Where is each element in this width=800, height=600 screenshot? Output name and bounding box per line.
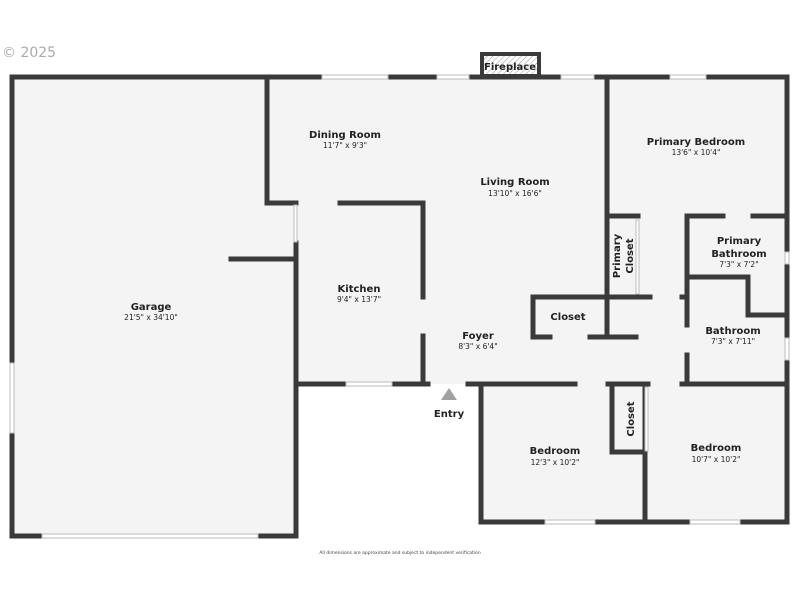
living-name: Living Room bbox=[480, 177, 549, 188]
bedroom2-name: Bedroom bbox=[691, 443, 742, 454]
foyer-name: Foyer bbox=[462, 331, 494, 342]
dining-dims: 11'7" x 9'3" bbox=[323, 141, 367, 150]
bedroom-closet-name: Closet bbox=[626, 401, 637, 436]
footer-note: All dimensions are approximate and subje… bbox=[319, 550, 480, 556]
garage-dims: 21'5" x 34'10" bbox=[124, 313, 178, 322]
bathroom-name: Bathroom bbox=[705, 326, 760, 337]
kitchen-dims: 9'4" x 13'7" bbox=[337, 295, 381, 304]
closet-name: Closet bbox=[550, 312, 585, 323]
entry-arrow-icon bbox=[441, 388, 457, 400]
living-dims: 13'10" x 16'6" bbox=[488, 189, 542, 198]
copyright: © 2025 bbox=[2, 45, 56, 61]
primary-closet-name1: Primary bbox=[612, 233, 623, 278]
garage-name: Garage bbox=[131, 302, 172, 313]
fireplace-label: Fireplace bbox=[484, 62, 536, 73]
walls bbox=[9, 74, 790, 539]
bedroom2-dims: 10'7" x 10'2" bbox=[692, 455, 741, 464]
floor-fill bbox=[12, 77, 787, 536]
primary-bathroom-name1: Primary bbox=[717, 236, 762, 247]
kitchen-name: Kitchen bbox=[338, 284, 381, 295]
entry-label: Entry bbox=[434, 409, 465, 420]
foyer-dims: 8'3" x 6'4" bbox=[458, 342, 497, 351]
primary-bedroom-name: Primary Bedroom bbox=[647, 137, 745, 148]
primary-bedroom-dims: 13'6" x 10'4" bbox=[672, 148, 721, 157]
primary-bathroom-name2: Bathroom bbox=[711, 249, 766, 260]
bathroom-dims: 7'3" x 7'11" bbox=[711, 337, 755, 346]
bedroom1-name: Bedroom bbox=[530, 446, 581, 457]
primary-bathroom-dims: 7'3" x 7'2" bbox=[719, 260, 758, 269]
bedroom1-dims: 12'3" x 10'2" bbox=[531, 458, 580, 467]
primary-closet-name2: Closet bbox=[625, 238, 636, 273]
windows bbox=[9, 74, 790, 539]
dining-name: Dining Room bbox=[309, 130, 381, 141]
